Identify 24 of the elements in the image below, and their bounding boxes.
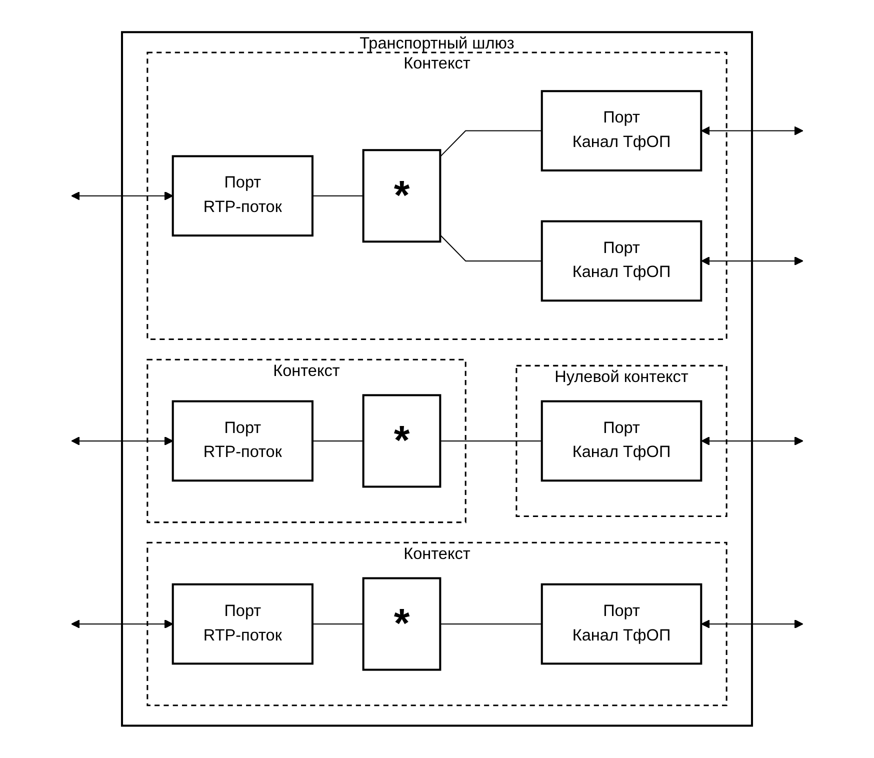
arrow [71, 191, 174, 200]
connector [440, 234, 542, 262]
arrow [701, 126, 804, 136]
node-box: * [362, 577, 442, 671]
connector [440, 130, 542, 158]
node-box: Порт RTP-поток [172, 583, 314, 665]
arrow [701, 256, 804, 266]
connector [312, 195, 364, 196]
node-box: Порт RTP-поток [172, 400, 314, 482]
connector [312, 624, 364, 625]
node-box: * [362, 394, 442, 488]
arrow [701, 436, 804, 446]
node-box: Порт Канал ТфОП [540, 400, 702, 482]
node-box: Порт RTP-поток [172, 155, 314, 237]
node-box: Порт Канал ТфОП [540, 583, 702, 665]
arrow [701, 620, 804, 629]
node-box: * [362, 149, 442, 243]
connector [440, 440, 542, 442]
connector [312, 440, 364, 442]
node-box: Порт Канал ТфОП [540, 220, 702, 302]
node-box: Порт Канал ТфОП [540, 90, 702, 172]
arrow [71, 436, 174, 446]
arrow [71, 620, 174, 629]
connector [440, 624, 542, 625]
